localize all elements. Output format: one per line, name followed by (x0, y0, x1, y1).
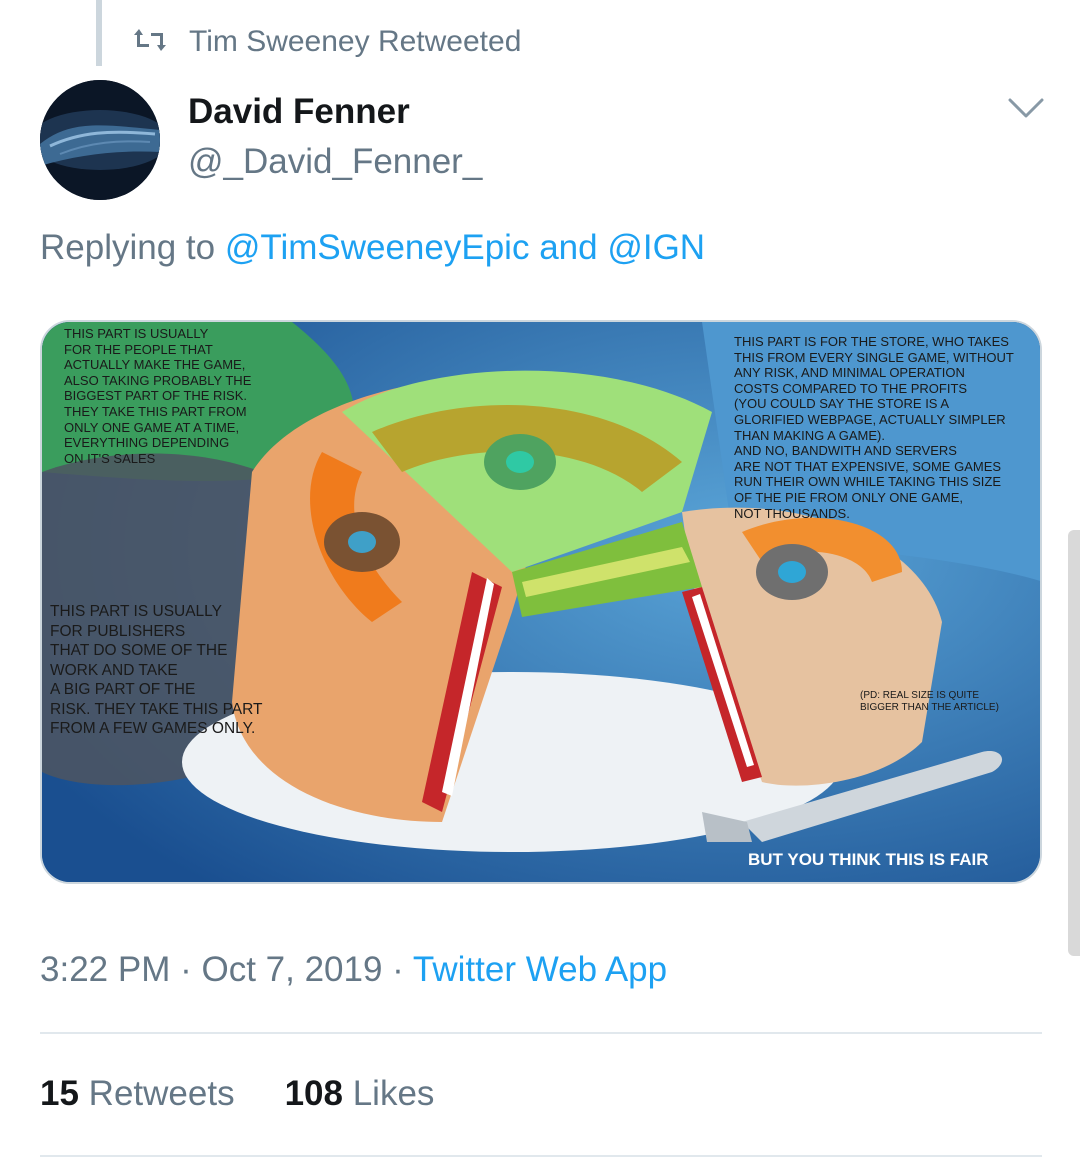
retweet-banner: Tim Sweeney Retweeted (133, 22, 521, 62)
thread-connector-line (96, 0, 102, 66)
timestamp-separator: · (180, 950, 192, 989)
chevron-down-icon[interactable] (1004, 92, 1048, 124)
engagement-stats: 15 Retweets 108 Likes (40, 1074, 434, 1114)
store-label: THIS PART IS FOR THE STORE, WHO TAKES TH… (734, 334, 1014, 521)
image-caption: BUT YOU THINK THIS IS FAIR (748, 850, 989, 869)
divider (40, 1155, 1042, 1157)
retweets-count: 15 (40, 1074, 79, 1113)
scrollbar[interactable] (1068, 530, 1080, 956)
author-handle[interactable]: @_David_Fenner_ (188, 142, 483, 181)
timestamp-separator: · (392, 950, 404, 989)
mention-link-ign[interactable]: @IGN (607, 228, 706, 267)
cake-illustration (42, 322, 1040, 882)
developers-label: THIS PART IS USUALLY FOR THE PEOPLE THAT… (64, 326, 252, 466)
tweet-date[interactable]: Oct 7, 2019 (201, 950, 383, 989)
retweet-banner-text[interactable]: Tim Sweeney Retweeted (189, 25, 522, 58)
divider (40, 1032, 1042, 1034)
author-name[interactable]: David Fenner (188, 92, 410, 131)
retweet-icon (133, 25, 167, 60)
mention-link-timsweeneyepic[interactable]: @TimSweeneyEpic (224, 228, 530, 267)
tweet-timestamp: 3:22 PM · Oct 7, 2019 · Twitter Web App (40, 950, 667, 990)
tweet-time[interactable]: 3:22 PM (40, 950, 171, 989)
replying-to-prefix: Replying to (40, 228, 216, 267)
retweets-stat[interactable]: 15 Retweets (40, 1074, 235, 1114)
replying-to-line: Replying to @TimSweeneyEpic and @IGN (40, 228, 705, 268)
retweets-label: Retweets (88, 1074, 235, 1113)
likes-label: Likes (352, 1074, 435, 1113)
tweet-image[interactable]: THIS PART IS USUALLY FOR THE PEOPLE THAT… (40, 320, 1042, 884)
publishers-label: THIS PART IS USUALLY FOR PUBLISHERS THAT… (50, 603, 263, 737)
likes-count: 108 (284, 1074, 343, 1113)
client-link[interactable]: Twitter Web App (412, 950, 668, 989)
size-note-label: (PD: REAL SIZE IS QUITE BIGGER THAN THE … (860, 690, 999, 713)
mention-joiner[interactable]: and (539, 228, 598, 267)
likes-stat[interactable]: 108 Likes (285, 1074, 435, 1114)
avatar[interactable] (40, 80, 160, 200)
